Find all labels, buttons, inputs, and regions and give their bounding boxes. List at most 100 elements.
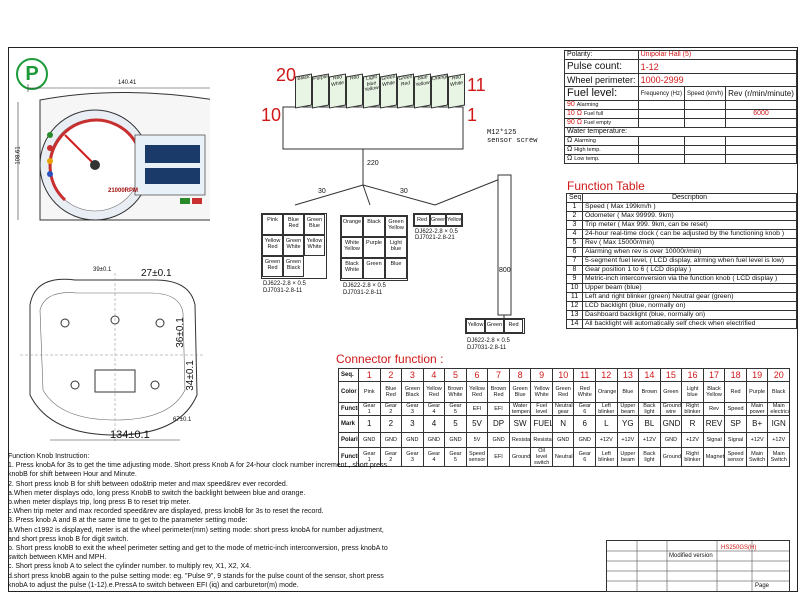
connector-mark-cell: GND xyxy=(659,415,683,433)
fuel-label: Fuel level: xyxy=(564,86,639,101)
brand-logo: P xyxy=(16,58,48,90)
connector-color-cell: Black Yellow xyxy=(702,381,726,403)
connector-pol-cell: Signal xyxy=(724,432,747,448)
fuel-row-1-txt: Fuel full xyxy=(583,111,604,117)
freq-label: Frequency (Hz) xyxy=(637,86,686,101)
rev-label: Rev (r/min/minute) xyxy=(725,86,797,101)
title-code: HS250GS(H) xyxy=(721,545,757,551)
instructions: Function Knob Instruction:1. Press knobA… xyxy=(8,452,400,590)
connector-mark-cell: 5V xyxy=(465,415,489,433)
connector-color-cell: Purple xyxy=(745,381,769,403)
connector-seq-cell: 2 xyxy=(379,368,403,382)
connector-seq-cell: 20 xyxy=(767,368,790,382)
drawing-sheet xyxy=(8,47,798,592)
wiring-svg xyxy=(282,106,512,319)
right-branch-length: 30 xyxy=(400,188,408,195)
connector-seq-cell: 16 xyxy=(681,368,704,382)
fuel-row-0-ohm: 90 xyxy=(567,101,575,109)
connector-seq-cell: 18 xyxy=(724,368,747,382)
instruction-line: 3. Press knob A and B at the same time t… xyxy=(8,517,248,525)
connector-mark-cell: L xyxy=(595,415,618,433)
connector-mark-cell: FUEL xyxy=(530,415,553,433)
pin-10-label: 10 xyxy=(261,105,282,125)
main-length: 220 xyxy=(367,160,379,167)
gauge-dim-side: 108.61 xyxy=(15,146,22,165)
connector-func2-cell: Main Switch xyxy=(767,447,790,467)
connector-func-cell: Water temperature xyxy=(508,402,532,416)
connector-color-cell: Pink xyxy=(358,381,381,403)
connector-mark-cell: B+ xyxy=(745,415,769,433)
connector-mark-cell: SP xyxy=(724,415,747,433)
connector-func2-cell: Gear 5 xyxy=(444,447,467,467)
top-color-cell: Green Red xyxy=(397,73,414,109)
connector-func2-cell: Oil level switch xyxy=(530,447,553,467)
left-conn-cell: Blue Red xyxy=(283,214,304,235)
connector-color-cell: Blue xyxy=(616,381,640,403)
connector-pol-cell: GND xyxy=(551,432,575,448)
instruction-line: a.When c1992 is displayed, meter is at t… xyxy=(8,526,384,534)
connector-pol-cell: GND xyxy=(659,432,683,448)
sensor-length: 800 xyxy=(499,267,511,274)
connector-mark-cell: N xyxy=(551,415,575,433)
connector-func2-cell: Neutral xyxy=(551,447,575,467)
connector-func-cell: Neutral gear xyxy=(551,402,575,416)
left-terminal-b: DJ7031-2.8-11 xyxy=(263,288,303,294)
connector-color-cell: Yellow Red xyxy=(422,381,446,403)
connector-func-cell: Gear 1 xyxy=(358,402,381,416)
function-seq: 11 xyxy=(566,292,583,302)
top-color-cell: Orange xyxy=(431,73,448,109)
function-desc: Dashboard backlight (blue, normally on) xyxy=(582,310,797,320)
right-conn-cell: Yellow xyxy=(446,214,462,226)
mid-conn-cell: Orange xyxy=(341,216,363,237)
connector-pol-cell: +12V xyxy=(616,432,640,448)
connector-func2-cell: Gear 6 xyxy=(573,447,597,467)
connector-seq-cell: 15 xyxy=(659,368,683,382)
mid-conn-cell: Black White xyxy=(341,258,363,279)
connector-color-cell: Red White xyxy=(573,381,597,403)
function-desc: Upper beam (blue) xyxy=(582,283,797,293)
function-seq: 5 xyxy=(566,238,583,248)
connector-func-cell: Main power xyxy=(745,402,769,416)
function-desc: Odometer ( Max 99999. 9km) xyxy=(582,211,797,221)
fuel-row-1-ohm: 10 Ω xyxy=(567,110,582,118)
connector-color-cell: Brown Red xyxy=(487,381,510,403)
connector-func-cell: Gear 6 xyxy=(573,402,597,416)
gauge-rpm-label: 21000RPM xyxy=(108,188,139,194)
connector-color-cell: Yellow White xyxy=(530,381,553,403)
connector-func2-cell: Ground xyxy=(508,447,532,467)
connector-pol-cell: GND xyxy=(444,432,467,448)
connector-pol-cell: GND xyxy=(573,432,597,448)
connector-pol-cell: Signal xyxy=(702,432,726,448)
sensor-conn-cell: Red xyxy=(504,319,523,333)
connector-mark-cell: DP xyxy=(487,415,510,433)
pulse-label: Pulse count: xyxy=(564,59,639,74)
connector-color-cell: Orange xyxy=(595,381,618,403)
temp-row-1-txt: High temp. xyxy=(574,147,601,153)
connector-mark-cell: IGN xyxy=(767,415,790,433)
connector-func-cell: Right blinker xyxy=(681,402,704,416)
top-color-cell: Red White xyxy=(329,73,346,109)
connector-color-cell: Green xyxy=(659,381,683,403)
instruction-line: d.short press knobB again to the pulse s… xyxy=(8,572,384,580)
instruction-line: a.When meter displays odo, long press Kn… xyxy=(8,489,306,497)
title-page: Page xyxy=(755,583,770,589)
function-desc: LCD backlight (blue, normally on) xyxy=(582,301,797,311)
connector-row-label: Mark xyxy=(338,415,359,433)
connector-func-cell: Main electrical xyxy=(767,402,790,416)
function-seq: 8 xyxy=(566,265,583,275)
connector-color-cell: Red xyxy=(724,381,747,403)
temp-row-0-txt: Alarming xyxy=(574,138,596,144)
connector-seq-cell: 8 xyxy=(508,368,532,382)
left-conn-cell: Green Black xyxy=(283,256,304,277)
function-desc: Left and right blinker (green) Neutral g… xyxy=(582,292,797,302)
mid-conn-cell: Purple xyxy=(363,237,385,258)
